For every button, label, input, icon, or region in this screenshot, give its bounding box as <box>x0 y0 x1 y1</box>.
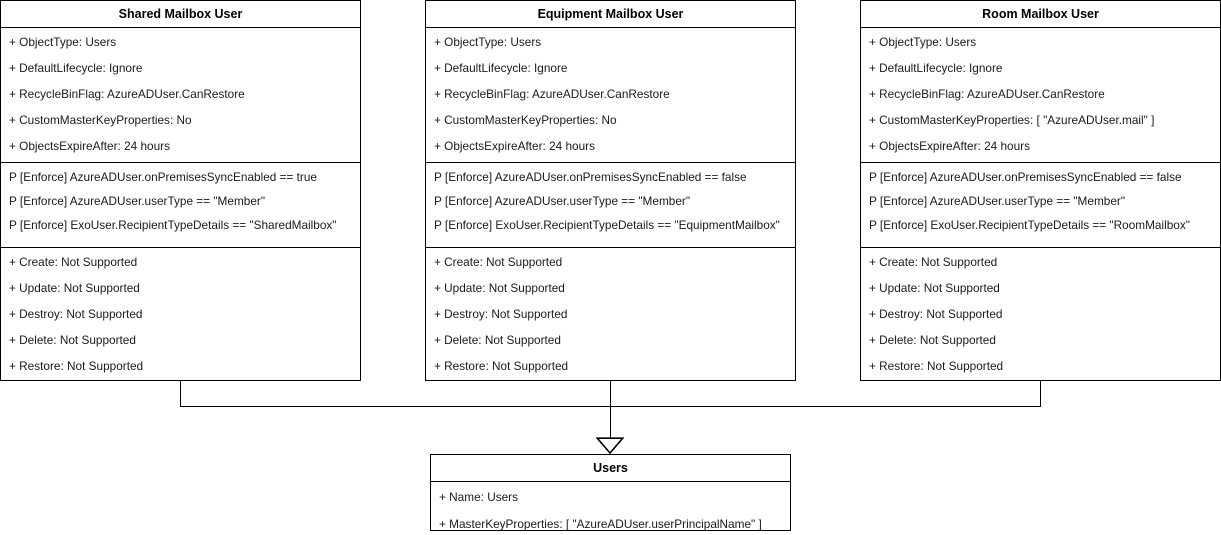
operation-row: + Create: Not Supported <box>869 255 998 269</box>
attribute-row: + DefaultLifecycle: Ignore <box>9 61 143 75</box>
constraint-row: P [Enforce] ExoUser.RecipientTypeDetails… <box>869 218 1190 232</box>
class-box-equipment-mailbox-user[interactable]: Equipment Mailbox User + ObjectType: Use… <box>425 0 796 381</box>
operations-compartment: + Create: Not Supported + Update: Not Su… <box>861 247 1220 392</box>
attribute-row: + RecycleBinFlag: AzureADUser.CanRestore <box>869 87 1105 101</box>
attribute-row: + ObjectType: Users <box>9 35 117 49</box>
constraint-row: P [Enforce] AzureADUser.onPremisesSyncEn… <box>9 170 317 184</box>
constraint-row: P [Enforce] AzureADUser.onPremisesSyncEn… <box>869 170 1182 184</box>
operation-row: + Create: Not Supported <box>9 255 138 269</box>
attribute-row: + ObjectsExpireAfter: 24 hours <box>869 139 1030 153</box>
class-box-users[interactable]: Users + Name: Users + MasterKeyPropertie… <box>430 454 791 531</box>
attribute-row: + CustomMasterKeyProperties: No <box>9 113 192 127</box>
operation-row: + Update: Not Supported <box>869 281 1000 295</box>
class-box-room-mailbox-user[interactable]: Room Mailbox User + ObjectType: Users + … <box>860 0 1221 381</box>
operation-row: + Delete: Not Supported <box>9 333 136 347</box>
attribute-row: + Name: Users <box>439 490 518 504</box>
operation-row: + Destroy: Not Supported <box>9 307 143 321</box>
attributes-compartment: + ObjectType: Users + DefaultLifecycle: … <box>861 28 1220 162</box>
attributes-compartment: + ObjectType: Users + DefaultLifecycle: … <box>1 28 360 162</box>
class-box-shared-mailbox-user[interactable]: Shared Mailbox User + ObjectType: Users … <box>0 0 361 381</box>
constraints-compartment: P [Enforce] AzureADUser.onPremisesSyncEn… <box>861 162 1220 247</box>
attribute-row: + ObjectsExpireAfter: 24 hours <box>434 139 595 153</box>
attribute-row: + DefaultLifecycle: Ignore <box>869 61 1003 75</box>
operation-row: + Update: Not Supported <box>9 281 140 295</box>
constraint-row: P [Enforce] AzureADUser.onPremisesSyncEn… <box>434 170 747 184</box>
attribute-row: + MasterKeyProperties: [ "AzureADUser.us… <box>439 517 762 531</box>
operations-compartment: + Create: Not Supported + Update: Not Su… <box>1 247 360 392</box>
attribute-row: + CustomMasterKeyProperties: [ "AzureADU… <box>869 113 1155 127</box>
generalization-arrowhead-icon <box>596 437 624 454</box>
class-title-users: Users <box>431 455 790 482</box>
operation-row: + Destroy: Not Supported <box>869 307 1003 321</box>
operation-row: + Restore: Not Supported <box>869 359 1004 373</box>
operation-row: + Delete: Not Supported <box>434 333 561 347</box>
class-title-equipment-mailbox-user: Equipment Mailbox User <box>426 1 795 28</box>
operation-row: + Update: Not Supported <box>434 281 565 295</box>
attribute-row: + ObjectType: Users <box>869 35 977 49</box>
class-title-room-mailbox-user: Room Mailbox User <box>861 1 1220 28</box>
constraint-row: P [Enforce] ExoUser.RecipientTypeDetails… <box>9 218 337 232</box>
class-title-shared-mailbox-user: Shared Mailbox User <box>1 1 360 28</box>
attributes-compartment: + Name: Users + MasterKeyProperties: [ "… <box>431 482 790 535</box>
constraints-compartment: P [Enforce] AzureADUser.onPremisesSyncEn… <box>426 162 795 247</box>
attribute-row: + ObjectsExpireAfter: 24 hours <box>9 139 170 153</box>
operation-row: + Restore: Not Supported <box>434 359 569 373</box>
attributes-compartment: + ObjectType: Users + DefaultLifecycle: … <box>426 28 795 162</box>
constraint-row: P [Enforce] AzureADUser.userType == "Mem… <box>869 194 1126 208</box>
generalization-drop-line <box>610 406 612 439</box>
attribute-row: + ObjectType: Users <box>434 35 542 49</box>
operation-row: + Delete: Not Supported <box>869 333 996 347</box>
attribute-row: + RecycleBinFlag: AzureADUser.CanRestore <box>9 87 245 101</box>
operation-row: + Create: Not Supported <box>434 255 563 269</box>
constraints-compartment: P [Enforce] AzureADUser.onPremisesSyncEn… <box>1 162 360 247</box>
attribute-row: + RecycleBinFlag: AzureADUser.CanRestore <box>434 87 670 101</box>
operation-row: + Restore: Not Supported <box>9 359 144 373</box>
constraint-row: P [Enforce] AzureADUser.userType == "Mem… <box>9 194 266 208</box>
constraint-row: P [Enforce] AzureADUser.userType == "Mem… <box>434 194 691 208</box>
generalization-stub-shared <box>180 380 182 407</box>
operation-row: + Destroy: Not Supported <box>434 307 568 321</box>
constraint-row: P [Enforce] ExoUser.RecipientTypeDetails… <box>434 218 780 232</box>
attribute-row: + CustomMasterKeyProperties: No <box>434 113 617 127</box>
generalization-stub-equipment <box>610 380 612 407</box>
generalization-stub-room <box>1040 380 1042 407</box>
attribute-row: + DefaultLifecycle: Ignore <box>434 61 568 75</box>
operations-compartment: + Create: Not Supported + Update: Not Su… <box>426 247 795 392</box>
